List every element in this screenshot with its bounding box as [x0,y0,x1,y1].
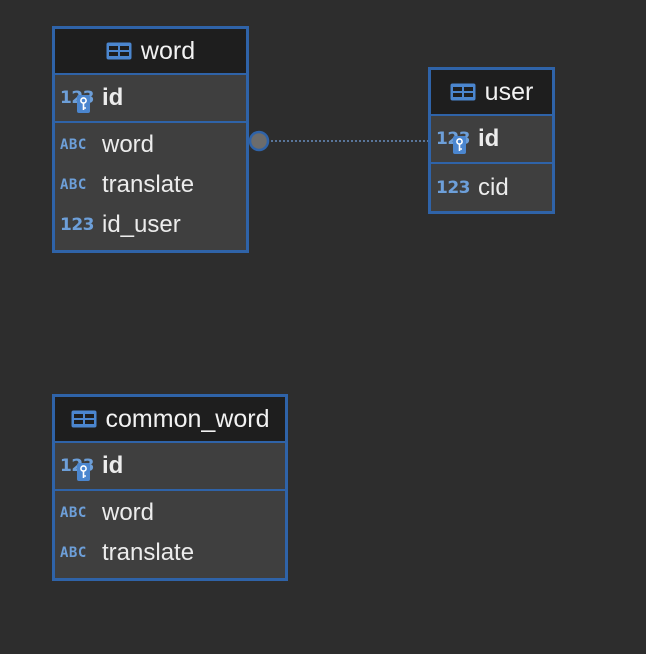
type-badge: 123 [436,178,471,198]
column-row[interactable]: ABC translate [55,165,246,205]
entity-title: common_word [105,404,270,433]
entity-common-word[interactable]: common_word 123 id ABC word ABC translat… [52,394,288,581]
column-row[interactable]: ABC word [55,125,246,165]
entity-title: word [140,36,196,65]
table-icon [71,410,97,428]
column-row-pk[interactable]: 123 id [55,443,123,489]
type-badge: ABC [60,137,87,153]
column-row[interactable]: ABC word [55,493,285,533]
type-badge: 123 [60,456,100,481]
column-row[interactable]: 123 id_user [55,205,246,245]
entity-common-word-header[interactable]: common_word [55,397,285,443]
primary-key-section: 123 id [55,75,246,123]
column-row[interactable]: ABC translate [55,533,285,573]
column-name: cid [478,174,509,201]
type-badge: ABC [60,505,87,521]
column-name: id [478,125,500,152]
column-name: id [102,84,124,111]
entity-title: user [484,77,534,106]
column-name: id [102,452,124,479]
column-name: id_user [102,211,181,238]
type-badge: 123 [60,215,95,235]
column-name: word [102,499,155,526]
key-icon [77,95,90,113]
type-badge: ABC [60,545,87,561]
column-name: translate [102,171,195,198]
key-icon [453,136,466,154]
type-badge: ABC [60,177,87,193]
entity-user-header[interactable]: user [431,70,552,116]
attributes-section: 123 cid [431,164,552,208]
type-badge: 123 [436,129,476,154]
column-name: translate [102,539,195,566]
entity-user[interactable]: user 123 id 123 cid [428,67,555,214]
table-icon [106,42,132,60]
entity-word-header[interactable]: word [55,29,246,75]
column-name: word [102,131,155,158]
primary-key-section: 123 id [55,443,285,491]
attributes-section: ABC word ABC translate 123 id_user [55,123,246,245]
table-icon [450,83,476,101]
column-row[interactable]: 123 cid [431,168,552,208]
key-icon [77,463,90,481]
entity-word[interactable]: word 123 id ABC word ABC translate [52,26,249,253]
column-row-pk[interactable]: 123 id [431,116,499,162]
type-badge: 123 [60,88,100,113]
column-row-pk[interactable]: 123 id [55,75,123,121]
attributes-section: ABC word ABC translate [55,491,285,573]
primary-key-section: 123 id [431,116,552,164]
